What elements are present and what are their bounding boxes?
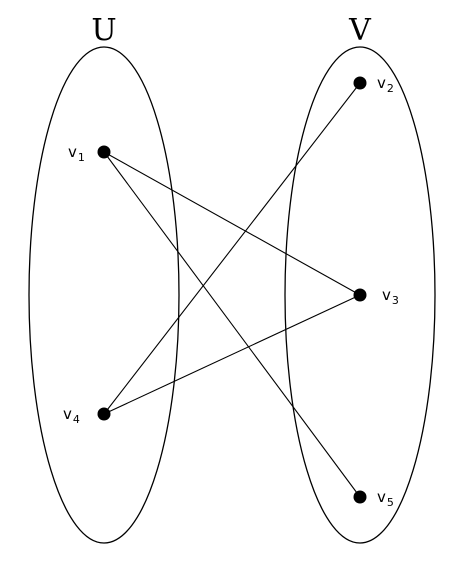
vertex-v1-label: v1 bbox=[68, 143, 85, 164]
vertex-v5-label: v5 bbox=[377, 488, 394, 509]
vertex-v5-label-subscript: 5 bbox=[387, 496, 394, 509]
set-u-label: U bbox=[91, 13, 116, 48]
vertex-v1-label-subscript: 1 bbox=[78, 151, 85, 164]
edge-v4-v3 bbox=[103, 294, 361, 415]
vertex-v3-label-base: v bbox=[382, 286, 391, 304]
vertex-v1-dot bbox=[97, 145, 111, 159]
vertex-v4-label-subscript: 4 bbox=[73, 413, 80, 426]
vertex-v3-label: v3 bbox=[382, 286, 399, 307]
vertex-v4-dot bbox=[97, 407, 111, 421]
vertex-v2-label-base: v bbox=[377, 74, 386, 92]
edge-v1-v5 bbox=[103, 151, 361, 498]
vertex-v1-label-base: v bbox=[68, 143, 77, 161]
set-v-label: V bbox=[348, 13, 372, 48]
vertex-v5-label-base: v bbox=[377, 488, 386, 506]
vertex-v4-label-base: v bbox=[63, 405, 72, 423]
vertex-v2-dot bbox=[353, 76, 367, 90]
edges-layer bbox=[103, 82, 361, 498]
set-v-ellipse bbox=[284, 46, 436, 544]
vertex-v3-label-subscript: 3 bbox=[392, 294, 399, 307]
set-u-ellipse bbox=[28, 46, 180, 544]
vertex-v2-label: v2 bbox=[377, 74, 394, 95]
vertex-v2-label-subscript: 2 bbox=[387, 82, 394, 95]
vertex-v4-label: v4 bbox=[63, 405, 80, 426]
edge-v4-v2 bbox=[103, 82, 361, 415]
vertex-v5-dot bbox=[353, 490, 367, 504]
vertex-v3-dot bbox=[353, 288, 367, 302]
edge-v1-v3 bbox=[103, 151, 361, 296]
